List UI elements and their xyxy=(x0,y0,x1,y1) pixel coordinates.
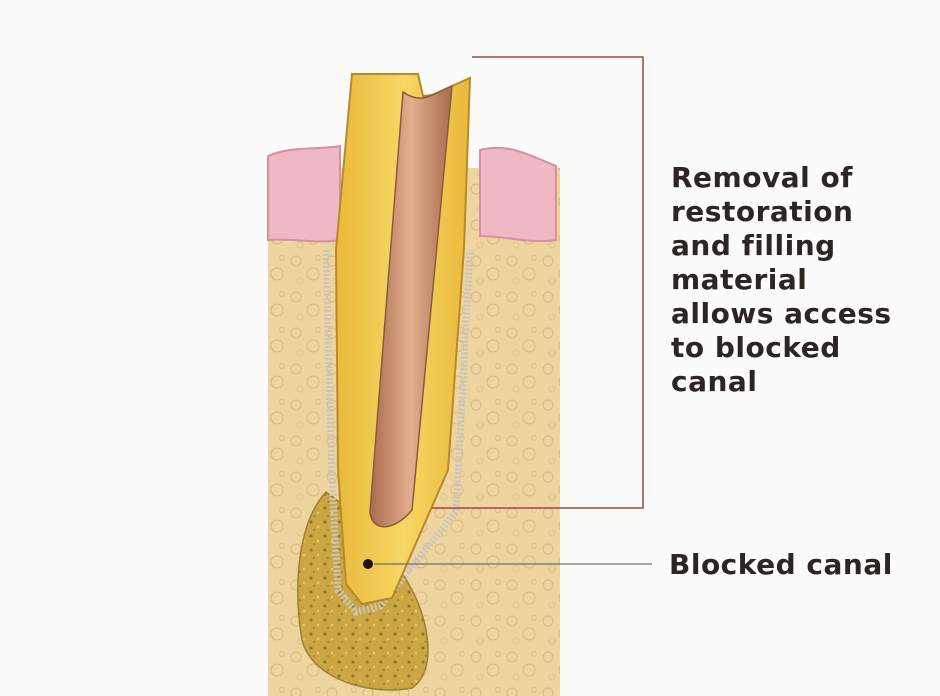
removal-bracket-line xyxy=(432,56,644,509)
removal-label-line: Removal of xyxy=(671,161,853,194)
removal-label-line: canal xyxy=(671,365,758,398)
removal-label-line: restoration xyxy=(671,195,854,228)
removal-label-line: allows access xyxy=(671,297,892,330)
removal-label-line: material xyxy=(671,263,808,296)
periodontal-ligament xyxy=(322,249,474,616)
removal-label-line: to blocked xyxy=(671,331,841,364)
canal-access-opening xyxy=(369,84,453,528)
gum-tissue xyxy=(479,146,557,243)
removal-label: Removal of restoration and filling mater… xyxy=(671,161,921,399)
removal-label-line: and filling xyxy=(671,229,836,262)
gum-tissue xyxy=(267,144,341,243)
blocked-canal-label: Blocked canal xyxy=(669,548,893,581)
blocked-canal-marker xyxy=(363,559,373,569)
